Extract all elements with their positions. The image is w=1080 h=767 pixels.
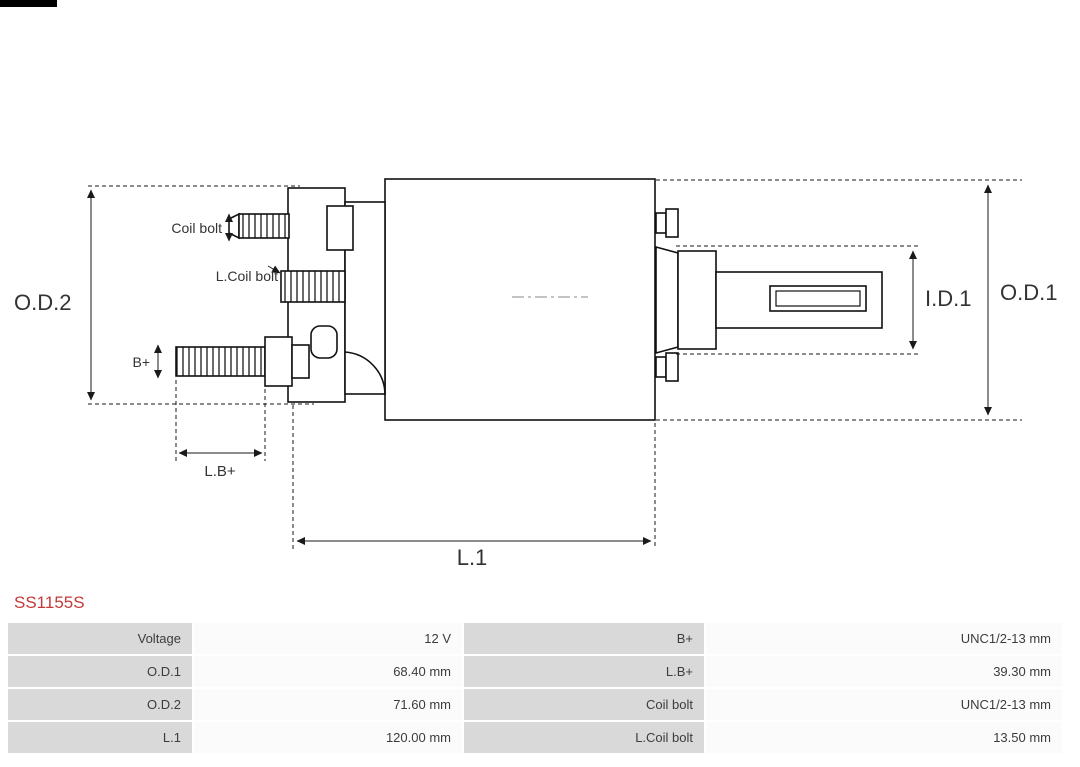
terminal-tab-bottom-cap [665, 352, 679, 382]
terminal-tab-top-cap [665, 208, 679, 238]
spec-label-cell: B+ [464, 623, 704, 654]
spec-label-cell: Voltage [8, 623, 192, 654]
front-flange-top-connector [326, 205, 354, 251]
spec-value-cell: 12 V [194, 623, 462, 654]
plunger-slot-inner [775, 290, 861, 307]
terminal-tab-bottom-stem [655, 356, 667, 378]
spec-label-cell: O.D.2 [8, 689, 192, 720]
spec-label-cell: L.B+ [464, 656, 704, 687]
coil-bolt-tip [228, 212, 240, 240]
dim-label-coil-bolt: Coil bolt [171, 220, 222, 236]
coil-bolt-collar [280, 270, 346, 303]
dim-label-od1: O.D.1 [1000, 280, 1057, 305]
dimension-lines [87, 179, 1022, 549]
dim-label-od2: O.D.2 [14, 290, 71, 315]
dim-label-l-b-plus: L.B+ [204, 463, 236, 480]
spec-label-cell: Coil bolt [464, 689, 704, 720]
part-number: SS1155S [14, 593, 85, 612]
dim-label-id1: I.D.1 [925, 286, 971, 311]
logo-bar [0, 0, 57, 7]
plunger-collar-slant [655, 245, 679, 355]
solenoid-technical-drawing: O.D.2 Coil bolt L.Coil bolt B+ L.B+ L.1 … [14, 178, 1057, 570]
spec-label-cell: L.1 [8, 722, 192, 753]
spec-value-cell: 71.60 mm [194, 689, 462, 720]
spec-label-cell: O.D.1 [8, 656, 192, 687]
spec-value-cell: 13.50 mm [706, 722, 1062, 753]
lcoil-pointer [267, 265, 281, 274]
spec-value-cell: 39.30 mm [706, 656, 1062, 687]
dim-label-b-plus: B+ [132, 354, 150, 370]
spec-value-cell: 120.00 mm [194, 722, 462, 753]
dim-label-l1: L.1 [457, 545, 488, 570]
spec-table: Voltage 12 V B+ UNC1/2-13 mm O.D.1 68.40… [8, 623, 1072, 753]
solenoid-body [175, 178, 883, 421]
bplus-grommet [310, 325, 338, 359]
front-flange-arc-cutout [344, 351, 386, 396]
spec-value-cell: UNC1/2-13 mm [706, 689, 1062, 720]
spec-value-cell: UNC1/2-13 mm [706, 623, 1062, 654]
bplus-spacer [291, 344, 310, 379]
plunger-collar [677, 250, 717, 350]
terminal-tab-top-stem [655, 212, 667, 234]
bplus-thread [175, 346, 266, 377]
solenoid-main-body [384, 178, 656, 421]
dim-label-l-coil-bolt: L.Coil bolt [216, 268, 278, 284]
bplus-nut [264, 336, 293, 387]
spec-value-cell: 68.40 mm [194, 656, 462, 687]
spec-label-cell: L.Coil bolt [464, 722, 704, 753]
coil-bolt-thread [238, 213, 290, 239]
